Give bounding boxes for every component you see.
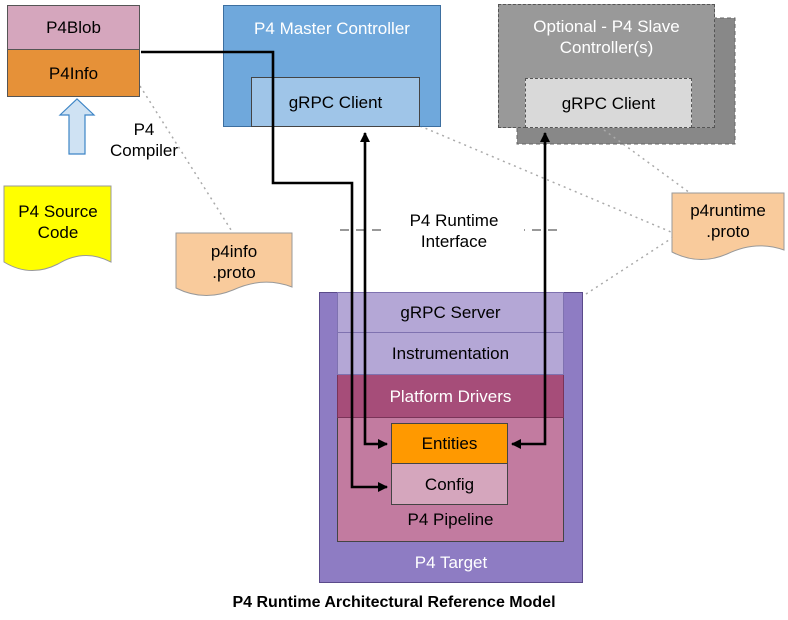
- platform-drivers-box: Platform Drivers: [337, 375, 564, 418]
- p4blob-box: P4Blob: [7, 5, 140, 50]
- p4-target-title: P4 Target: [414, 553, 488, 572]
- compiler-label-line1: P4: [133, 120, 155, 139]
- p4runtime-proto-line2: .proto: [706, 222, 750, 241]
- platform-drivers-label: Platform Drivers: [389, 386, 512, 406]
- grpc-server-box: gRPC Server: [337, 292, 564, 333]
- compiler-arrow-shape: [58, 98, 96, 155]
- p4info-proto-label: p4info .proto: [178, 241, 290, 283]
- compiler-label: P4 Compiler: [104, 119, 184, 161]
- source-label-line2: Code: [37, 223, 79, 242]
- p4info-box: P4Info: [7, 50, 140, 97]
- p4info-proto-line2: .proto: [212, 263, 256, 282]
- compiler-label-line2: Compiler: [109, 141, 179, 160]
- slave-grpc-client-box: gRPC Client: [525, 78, 692, 128]
- master-grpc-client-box: gRPC Client: [251, 77, 420, 127]
- source-label-line1: P4 Source: [18, 202, 98, 221]
- slave-grpc-client-label: gRPC Client: [561, 93, 656, 113]
- instrumentation-box: Instrumentation: [337, 333, 564, 375]
- p4runtime-proto-label: p4runtime .proto: [672, 200, 784, 242]
- p4-source-code-shape: [3, 185, 112, 271]
- p4runtime-proto-line1: p4runtime: [690, 201, 766, 220]
- slave-title-line2: Controller(s): [559, 38, 654, 57]
- slave-controller-title: Optional - P4 Slave Controller(s): [499, 16, 714, 58]
- diagram-caption: P4 Runtime Architectural Reference Model: [232, 594, 556, 611]
- entities-box: Entities: [391, 423, 508, 464]
- runtime-interface-line1: P4 Runtime: [409, 211, 499, 230]
- runtime-interface-label: P4 Runtime Interface: [384, 210, 524, 252]
- instrumentation-label: Instrumentation: [391, 344, 510, 363]
- runtime-interface-line2: Interface: [420, 232, 488, 251]
- grpc-server-label: gRPC Server: [400, 303, 501, 322]
- p4-pipeline-label: P4 Pipeline: [407, 510, 494, 529]
- config-box: Config: [391, 464, 508, 505]
- p4-source-code-label: P4 Source Code: [6, 201, 110, 243]
- master-grpc-client-label: gRPC Client: [288, 92, 383, 112]
- p4blob-label: P4Blob: [46, 18, 101, 37]
- master-controller-title: P4 Master Controller: [254, 19, 410, 38]
- entities-label: Entities: [421, 434, 478, 453]
- p4info-proto-line1: p4info: [210, 242, 258, 261]
- slave-title-line1: Optional - P4 Slave: [533, 17, 680, 36]
- p4info-label: P4Info: [48, 63, 99, 83]
- config-label: Config: [424, 474, 475, 494]
- p4runtime-proto-shape: [671, 192, 785, 260]
